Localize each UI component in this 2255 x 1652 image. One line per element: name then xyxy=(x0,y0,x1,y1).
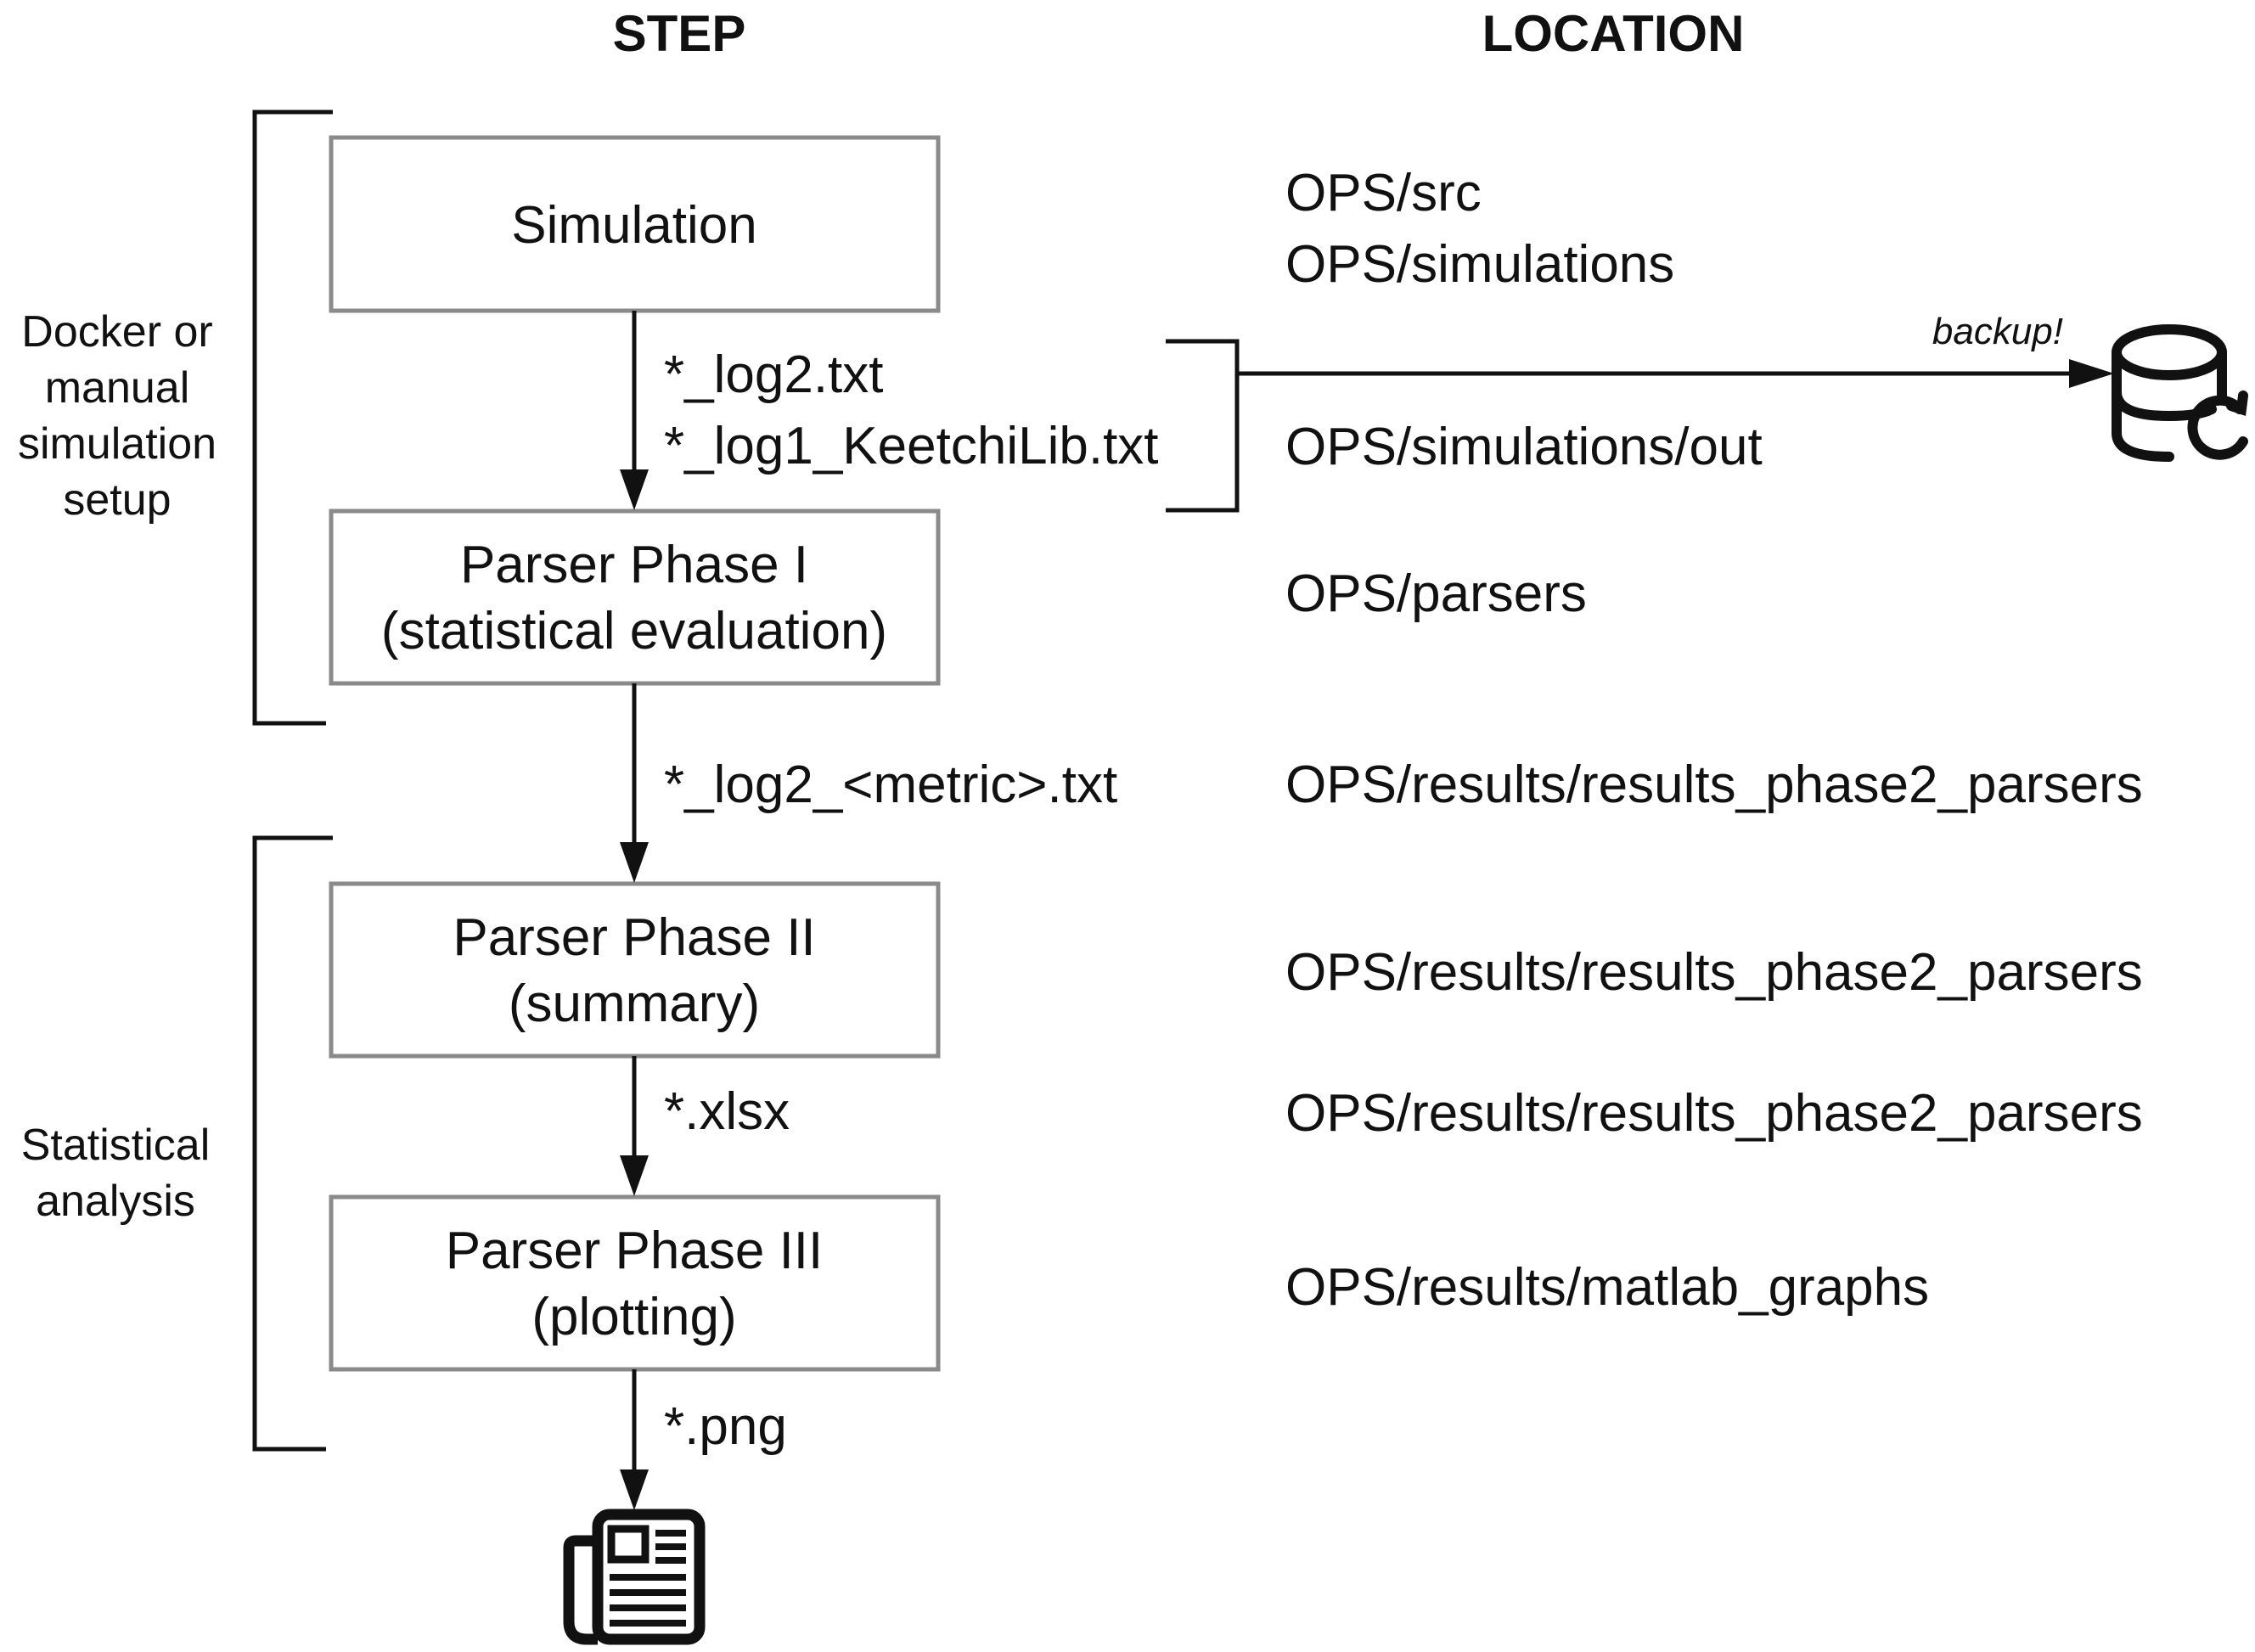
setup-label-line: setup xyxy=(63,475,171,525)
backup-label: backup! xyxy=(1932,311,2063,352)
analysis-label-line: analysis xyxy=(36,1177,195,1226)
setup-group-bracket xyxy=(252,110,333,726)
setup-group-label: Docker or manual simulation setup xyxy=(18,307,217,525)
step-parser-phase-2: Parser Phase II (summary) xyxy=(329,881,941,1059)
file-label: *_log1_KeetchiLib.txt xyxy=(664,417,1159,475)
location-path: OPS/results/results_phase2_parsers xyxy=(1285,756,2143,814)
step-parser-phase-1: Parser Phase I (statistical evaluation) xyxy=(329,509,941,686)
backup-arrow xyxy=(1237,359,2114,388)
database-sync-icon xyxy=(2112,324,2248,462)
step-box xyxy=(329,881,941,1059)
header-location: LOCATION xyxy=(1482,5,1745,62)
newspaper-icon xyxy=(563,1509,706,1645)
flow-arrow xyxy=(620,311,649,510)
flow-arrow xyxy=(620,683,649,883)
location-path: OPS/src xyxy=(1285,164,1482,222)
location-path: OPS/results/results_phase2_parsers xyxy=(1285,943,2143,1002)
analysis-group-bracket xyxy=(252,835,333,1452)
analysis-group-label: Statistical analysis xyxy=(21,1121,211,1226)
step-subtitle: (plotting) xyxy=(531,1288,736,1346)
step-title: Parser Phase II xyxy=(453,908,815,967)
step-box xyxy=(329,1194,941,1372)
location-path: OPS/simulations xyxy=(1285,235,1674,294)
step-title: Simulation xyxy=(511,196,756,255)
file-label: *.xlsx xyxy=(664,1082,790,1141)
setup-label-line: manual xyxy=(45,363,190,413)
location-path: OPS/results/results_phase2_parsers xyxy=(1285,1084,2143,1143)
step-box xyxy=(329,509,941,686)
location-path: OPS/parsers xyxy=(1285,565,1587,623)
step-title: Parser Phase I xyxy=(460,536,808,594)
file-label: *_log2_<metric>.txt xyxy=(664,756,1117,814)
step-subtitle: (summary) xyxy=(509,975,760,1033)
setup-label-line: simulation xyxy=(18,419,217,469)
flow-arrow xyxy=(620,1056,649,1196)
step-title: Parser Phase III xyxy=(446,1222,824,1280)
file-label: *.png xyxy=(664,1397,787,1456)
analysis-label-line: Statistical xyxy=(21,1121,211,1170)
backup-bracket xyxy=(1166,339,1240,513)
step-simulation: Simulation xyxy=(329,135,941,313)
step-box xyxy=(329,135,941,313)
step-subtitle: (statistical evaluation) xyxy=(381,602,887,660)
header-step: STEP xyxy=(613,5,746,62)
location-path: OPS/simulations/out xyxy=(1285,418,1763,476)
flow-arrow xyxy=(620,1369,649,1510)
file-label: *_log2.txt xyxy=(664,346,884,404)
location-path: OPS/results/matlab_graphs xyxy=(1285,1258,1929,1317)
step-parser-phase-3: Parser Phase III (plotting) xyxy=(329,1194,941,1372)
setup-label-line: Docker or xyxy=(21,307,212,357)
